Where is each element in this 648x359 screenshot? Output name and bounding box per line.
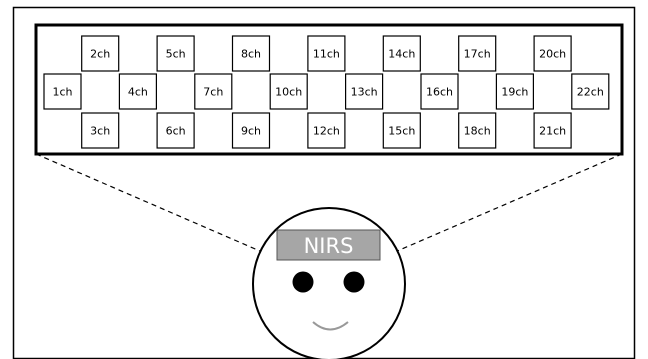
channel-1ch: 1ch xyxy=(43,73,82,110)
channel-box xyxy=(533,35,572,72)
channel-3ch: 3ch xyxy=(81,112,120,149)
channel-box xyxy=(81,112,120,149)
channel-label: 5ch xyxy=(166,48,186,61)
channel-8ch: 8ch xyxy=(231,35,271,72)
channel-box xyxy=(307,112,346,149)
channel-box xyxy=(81,35,120,72)
channel-label: 17ch xyxy=(464,48,491,61)
zoom-line-right xyxy=(380,153,623,259)
channel-11ch: 11ch xyxy=(307,35,346,72)
channel-label: 3ch xyxy=(90,125,110,138)
channel-label: 9ch xyxy=(241,125,261,138)
channel-7ch: 7ch xyxy=(194,73,233,110)
channel-label: 19ch xyxy=(501,86,528,99)
channel-box xyxy=(533,112,572,149)
channel-label: 14ch xyxy=(388,48,415,61)
channel-6ch: 6ch xyxy=(156,112,195,149)
channel-label: 22ch xyxy=(577,86,604,99)
channel-box xyxy=(571,73,610,110)
channel-box xyxy=(231,35,271,72)
channel-label: 10ch xyxy=(275,86,302,99)
channel-14ch: 14ch xyxy=(382,35,421,72)
channel-9ch: 9ch xyxy=(231,112,271,149)
channel-16ch: 16ch xyxy=(420,73,459,110)
channel-label: 2ch xyxy=(90,48,110,61)
channel-20ch: 20ch xyxy=(533,35,572,72)
channel-box xyxy=(307,35,346,72)
channel-label: 13ch xyxy=(351,86,378,99)
channel-box xyxy=(458,35,497,72)
channel-box xyxy=(269,73,308,110)
left-eye xyxy=(292,271,314,293)
channel-label: 6ch xyxy=(166,125,186,138)
channel-label: 15ch xyxy=(388,125,415,138)
channel-17ch: 17ch xyxy=(458,35,497,72)
channel-label: 7ch xyxy=(203,86,223,99)
channel-2ch: 2ch xyxy=(81,35,120,72)
channel-box xyxy=(118,73,158,110)
nirs-probe xyxy=(276,229,381,261)
channel-box xyxy=(420,73,459,110)
channel-box xyxy=(156,35,195,72)
channel-grid: 1ch 2ch 3ch 4ch 5ch 6ch 7ch 8ch 9ch 10ch 11ch 12ch 1… xyxy=(43,35,610,149)
channel-panel xyxy=(34,23,624,156)
right-eye xyxy=(343,271,365,293)
channel-box xyxy=(495,73,534,110)
channel-22ch: 22ch xyxy=(571,73,610,110)
zoom-line-left xyxy=(35,153,277,259)
channel-label: 21ch xyxy=(539,125,566,138)
channel-5ch: 5ch xyxy=(156,35,195,72)
channel-box xyxy=(231,112,271,149)
channel-box xyxy=(194,73,233,110)
channel-label: 16ch xyxy=(426,86,453,99)
channel-box xyxy=(345,73,384,110)
mouth xyxy=(312,321,349,331)
channel-19ch: 19ch xyxy=(495,73,534,110)
channel-label: 12ch xyxy=(313,125,340,138)
nirs-label: NIRS xyxy=(304,234,354,258)
channel-box xyxy=(382,112,421,149)
channel-label: 1ch xyxy=(52,86,72,99)
channel-label: 18ch xyxy=(464,125,491,138)
channel-10ch: 10ch xyxy=(269,73,308,110)
channel-box xyxy=(43,73,82,110)
channel-label: 4ch xyxy=(128,86,148,99)
channel-4ch: 4ch xyxy=(118,73,158,110)
channel-box xyxy=(458,112,497,149)
channel-label: 11ch xyxy=(313,48,340,61)
channel-21ch: 21ch xyxy=(533,112,572,149)
channel-15ch: 15ch xyxy=(382,112,421,149)
channel-label: 8ch xyxy=(241,48,261,61)
channel-label: 20ch xyxy=(539,48,566,61)
channel-box xyxy=(382,35,421,72)
channel-18ch: 18ch xyxy=(458,112,497,149)
channel-13ch: 13ch xyxy=(345,73,384,110)
channel-12ch: 12ch xyxy=(307,112,346,149)
channel-box xyxy=(156,112,195,149)
